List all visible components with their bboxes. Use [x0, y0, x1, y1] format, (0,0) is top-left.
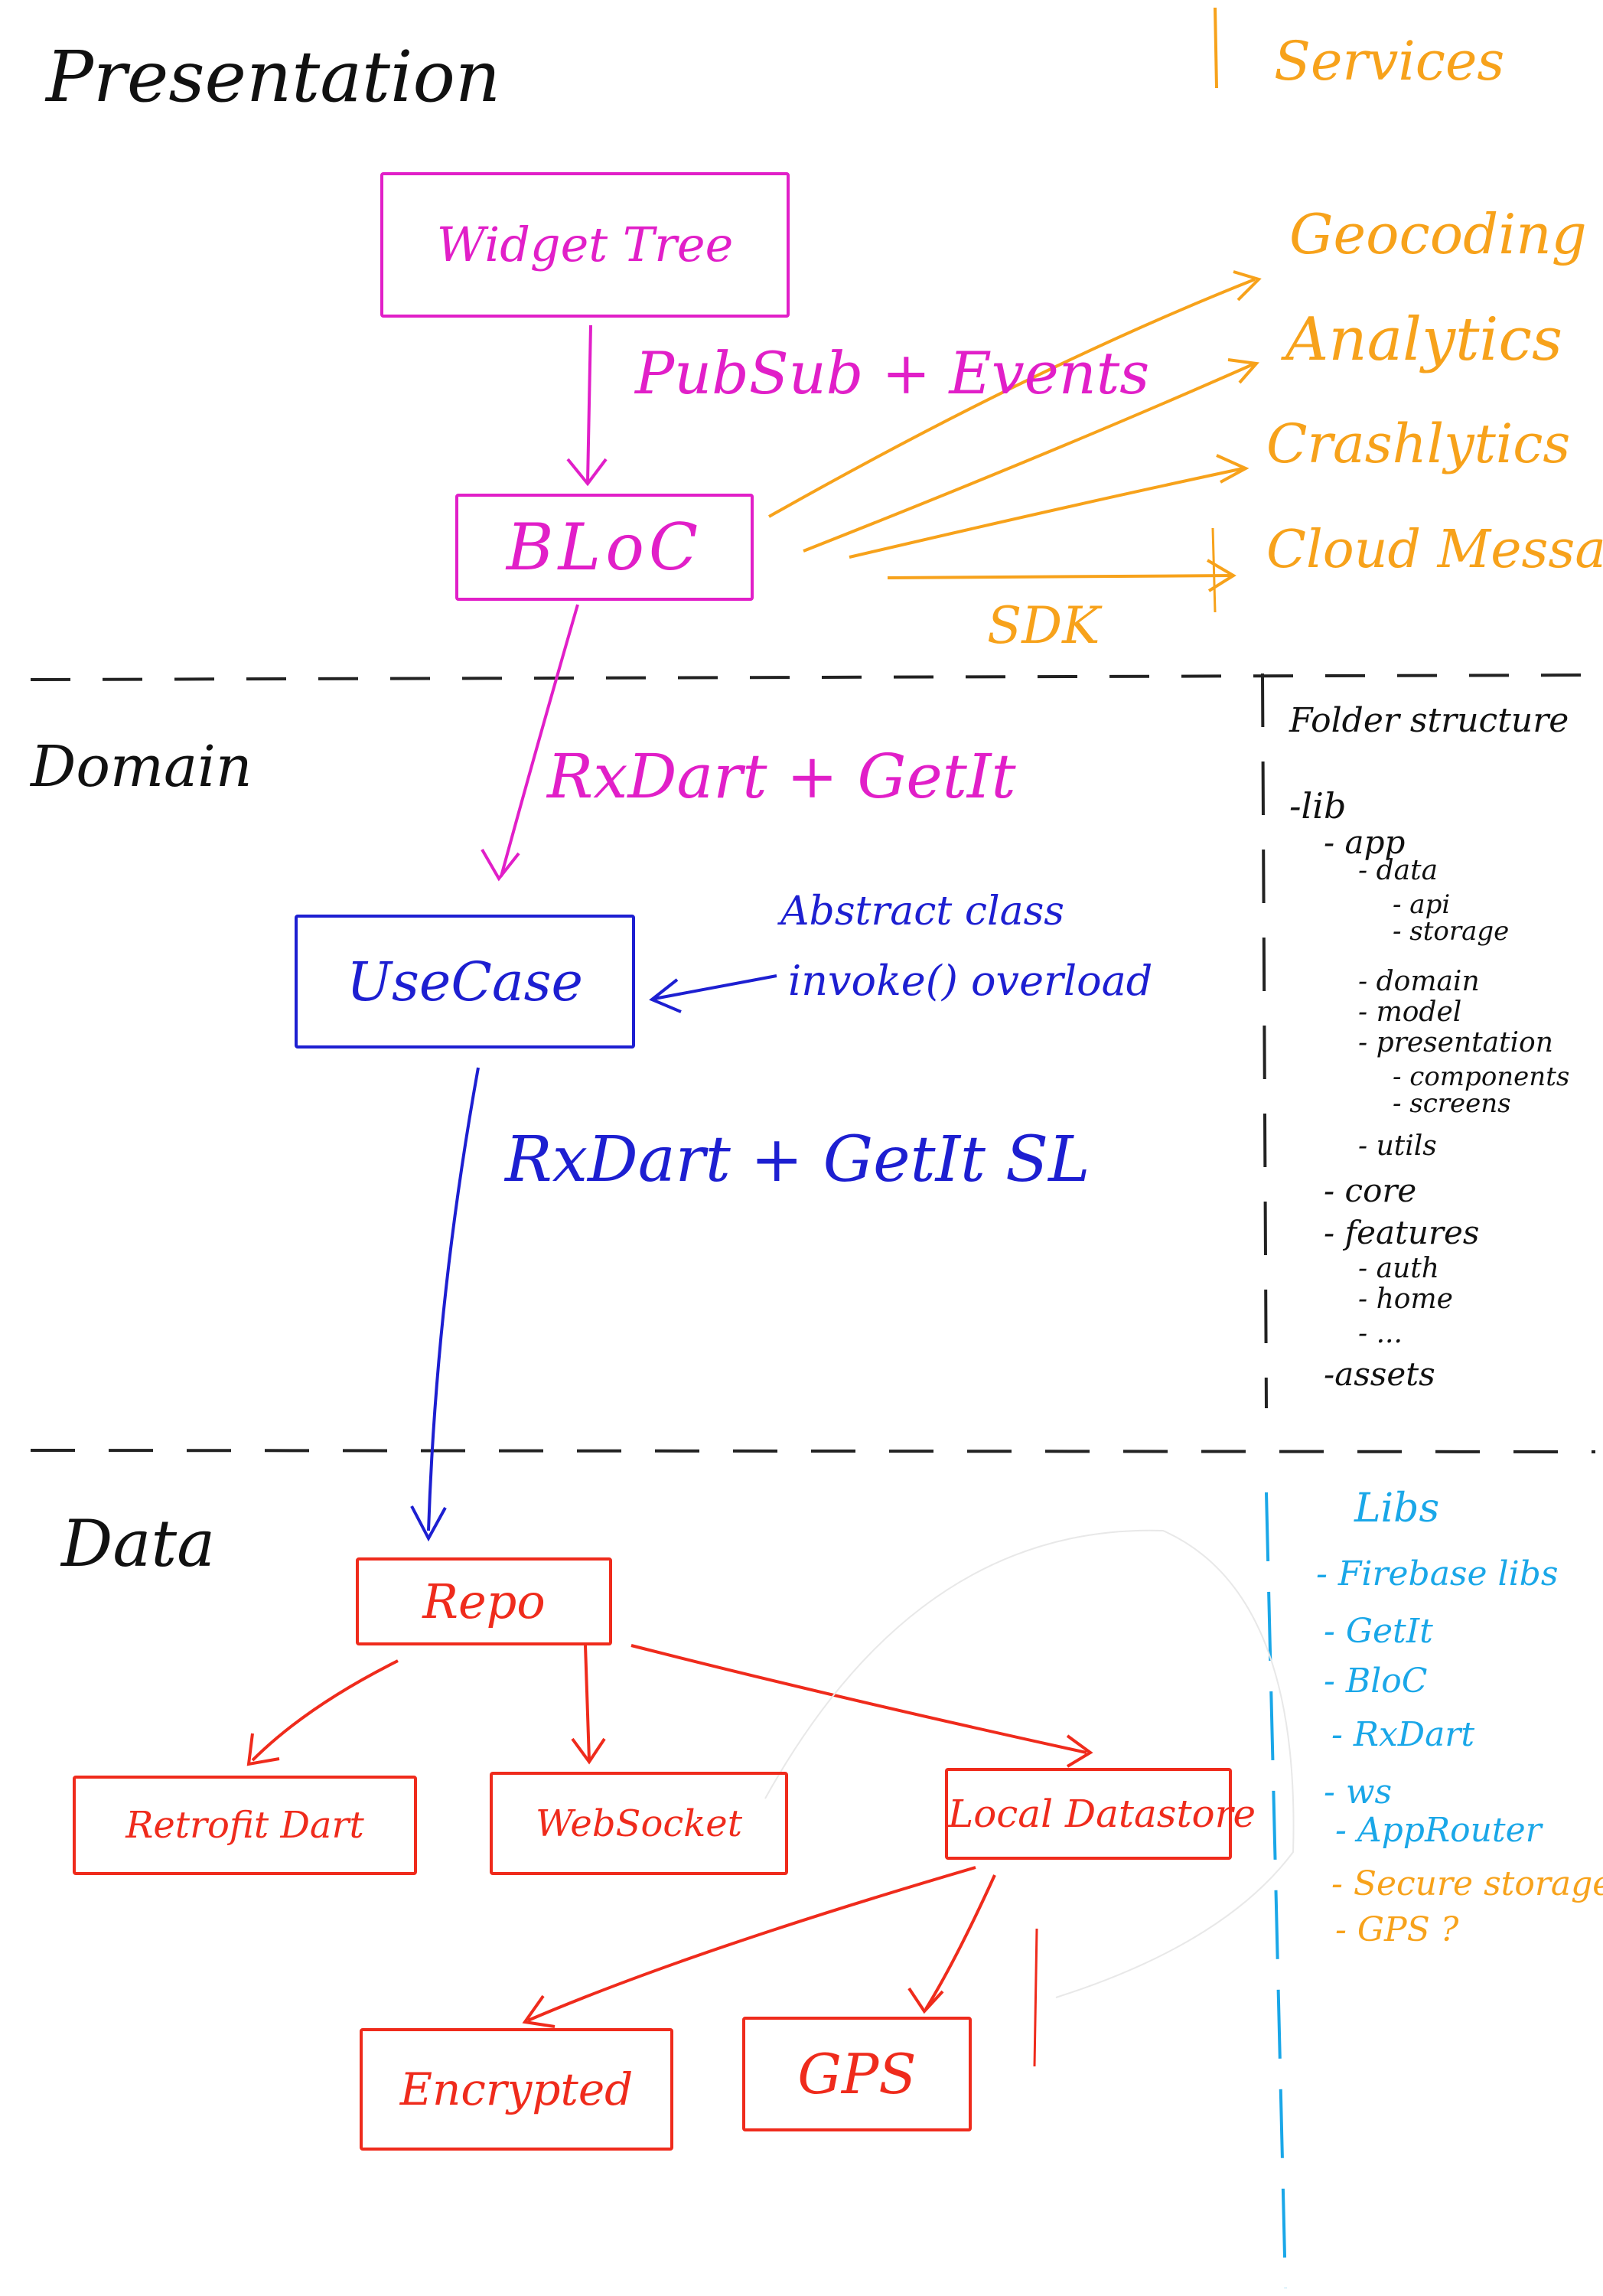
widget-tree-label: Widget Tree: [436, 217, 734, 272]
websocket-label: WebSocket: [536, 1802, 742, 1845]
repo-label: Repo: [422, 1573, 546, 1629]
folder-structure-title: Folder structure: [1289, 701, 1569, 740]
red-stray-mark: [1033, 1928, 1038, 2067]
arrowhead-analytics: [1227, 358, 1259, 384]
bloc-label: BLoC: [506, 510, 703, 585]
arrowhead-note-to-usecase: [649, 978, 682, 1013]
arrowhead-geocoding: [1233, 270, 1262, 302]
lib-item: - ws: [1324, 1773, 1393, 1812]
arrow-bloc-to-usecase: [500, 604, 579, 877]
folder-line: - utils: [1358, 1130, 1437, 1162]
section-heading-presentation: Presentation: [46, 36, 501, 118]
retrofit-dart-box: Retrofit Dart: [73, 1776, 417, 1875]
arrowhead-gps: [907, 1987, 944, 2014]
folder-line: - storage: [1393, 916, 1510, 947]
arrowhead-cloudmsg: [1206, 559, 1236, 592]
arrowhead-encrypted: [522, 1994, 556, 2028]
arrow-bloc-to-analytics: [803, 362, 1256, 553]
divider-domain-data: [30, 1449, 1596, 1453]
arrow-bloc-to-crashlytics: [849, 467, 1244, 559]
services-separator-low: [1211, 527, 1217, 613]
arrow-usecase-to-repo: [427, 1067, 480, 1531]
arrowhead-widget-to-bloc: [566, 458, 608, 487]
folder-line: - api: [1393, 889, 1451, 920]
folder-line: - app: [1324, 823, 1406, 861]
arrowhead-usecase-to-repo: [410, 1505, 447, 1542]
encrypted-box: Encrypted: [360, 2028, 673, 2151]
rxdart-getit-label: RxDart + GetIt: [547, 741, 1016, 812]
folder-line: - components: [1393, 1062, 1570, 1092]
retrofit-dart-label: Retrofit Dart: [125, 1804, 364, 1847]
services-separator: [1214, 7, 1218, 89]
libs-divider: [1265, 1492, 1287, 2289]
lib-item: - AppRouter: [1335, 1811, 1542, 1850]
arrow-widget-to-bloc: [586, 325, 592, 483]
lib-item: - RxDart: [1331, 1715, 1475, 1754]
folder-line: - core: [1324, 1172, 1417, 1209]
arrow-localds-to-gps: [924, 1874, 996, 2011]
lib-item: - GPS ?: [1335, 1910, 1459, 1949]
arrow-localds-to-encrypted: [527, 1866, 976, 2022]
arrow-bloc-to-cloudmsg: [887, 574, 1233, 579]
folder-line: - auth: [1358, 1253, 1439, 1284]
folder-line: -assets: [1324, 1355, 1435, 1393]
folder-line: - features: [1324, 1214, 1480, 1251]
folder-line: - data: [1358, 855, 1438, 886]
folder-line: - ...: [1358, 1318, 1403, 1349]
folder-line: - model: [1358, 996, 1462, 1028]
arrowhead-websocket: [571, 1737, 606, 1765]
websocket-box: WebSocket: [490, 1772, 788, 1875]
service-crashlytics: Crashlytics: [1266, 413, 1571, 475]
folder-line: - domain: [1358, 966, 1480, 997]
folder-line: - presentation: [1358, 1027, 1553, 1058]
usecase-box: UseCase: [295, 915, 635, 1049]
arrow-repo-to-retrofit: [251, 1659, 399, 1762]
section-heading-data: Data: [61, 1506, 216, 1581]
lib-item: - BloC: [1324, 1662, 1428, 1701]
abstract-class-note: Abstract class: [780, 889, 1064, 934]
widget-tree-box: Widget Tree: [380, 172, 790, 318]
folder-divider: [1261, 673, 1268, 1409]
folder-line: - home: [1358, 1283, 1453, 1315]
folder-line: - screens: [1393, 1088, 1511, 1119]
arrowhead-retrofit: [246, 1733, 280, 1766]
local-datastore-label: Local Datastore: [948, 1792, 1256, 1836]
eraser-smudge: [764, 1529, 1295, 1998]
gps-label: GPS: [797, 2042, 917, 2106]
service-cloud-messaging: Cloud Messag: [1266, 520, 1603, 580]
section-heading-domain: Domain: [31, 734, 253, 800]
libs-title: Libs: [1354, 1486, 1440, 1531]
divider-presentation-domain: [30, 673, 1592, 681]
service-analytics: Analytics: [1285, 305, 1563, 374]
encrypted-label: Encrypted: [399, 2063, 634, 2115]
arrow-bloc-to-geocoding: [768, 278, 1256, 518]
folder-line: -lib: [1289, 785, 1347, 827]
arrow-note-to-usecase: [653, 974, 777, 1000]
lib-item: - Secure storage?: [1331, 1864, 1603, 1903]
repo-box: Repo: [356, 1557, 612, 1645]
lib-item: - Firebase libs: [1316, 1554, 1559, 1593]
arrow-repo-to-localds: [630, 1644, 1087, 1754]
arrowhead-crashlytics: [1216, 454, 1249, 484]
pubsub-events-label: PubSub + Events: [635, 339, 1150, 407]
usecase-label: UseCase: [347, 950, 583, 1013]
lib-item: - GetIt: [1324, 1612, 1433, 1651]
arrow-repo-to-websocket: [584, 1645, 591, 1761]
bloc-box: BLoC: [455, 494, 754, 601]
arrowhead-localds: [1066, 1734, 1093, 1768]
local-datastore-box: Local Datastore: [945, 1768, 1256, 1860]
invoke-overload-note: invoke() overload: [788, 957, 1153, 1005]
services-title: Services: [1274, 30, 1505, 93]
service-geocoding: Geocoding: [1289, 202, 1587, 266]
gps-box: GPS: [742, 2017, 972, 2131]
arrowhead-bloc-to-usecase: [481, 848, 520, 882]
sdk-label: SDK: [987, 596, 1100, 655]
rxdart-getit-sl-label: RxDart + GetIt SL: [505, 1124, 1090, 1196]
